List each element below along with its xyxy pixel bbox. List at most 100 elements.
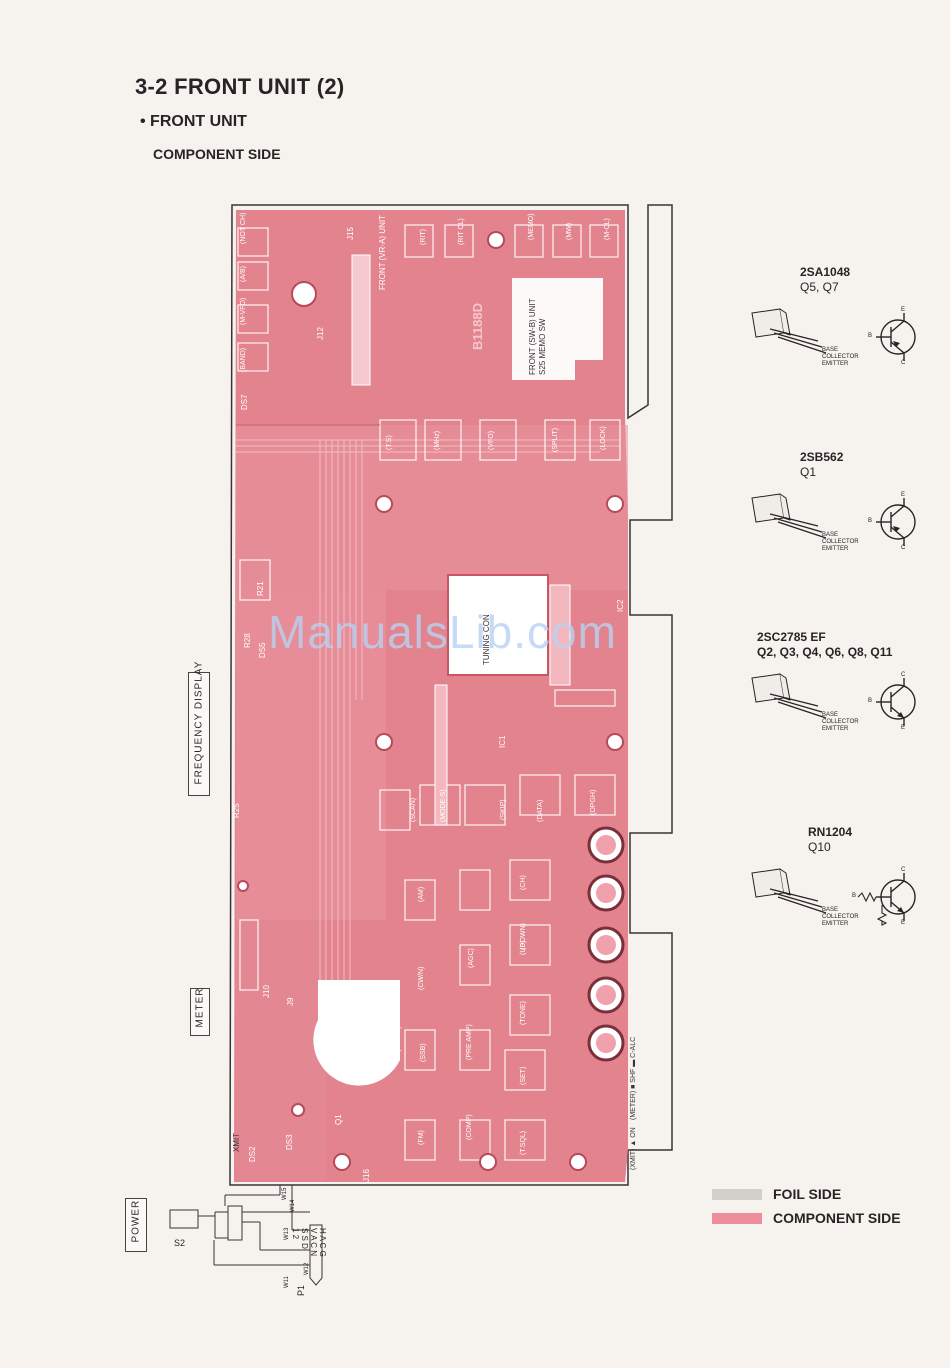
w15-label: W15 <box>282 1187 288 1200</box>
component-footprints <box>237 224 621 1161</box>
switch-label: (BAND) <box>240 347 247 372</box>
transistor-drawing <box>751 868 916 926</box>
switch-label: (DOWN) <box>520 923 527 950</box>
vr-a-unit-area <box>351 254 371 386</box>
switch-label: (T.S) <box>386 435 393 450</box>
w14-label: W14 <box>290 1199 296 1212</box>
vr-a-unit-label: FRONT (VR-A) UNIT <box>378 215 387 290</box>
switch-label: (M-VFO) <box>240 297 247 325</box>
pin-letter: B <box>852 893 857 899</box>
transistor-drawing <box>751 308 916 361</box>
ds3-label: DS3 <box>285 1134 294 1150</box>
transistor-part-number: RN1204 <box>808 825 853 839</box>
j10-label: J10 <box>262 985 271 998</box>
pin-letter: C <box>901 672 906 678</box>
p1-label: P1 <box>296 1284 306 1296</box>
switch-label: (VFO) <box>488 430 495 450</box>
pin-letter: E <box>901 920 906 926</box>
switch-label: (CW/N) <box>418 966 425 990</box>
ds2-label: DS2 <box>248 1146 257 1162</box>
meter-cutout <box>313 980 400 1086</box>
section-subtitle: • FRONT UNIT <box>140 113 247 130</box>
switch-label: (OPGH) <box>590 789 597 815</box>
trace-bundle <box>236 439 620 1000</box>
pin-letter: C <box>901 360 906 366</box>
switch-label: (MEMO) <box>528 213 535 240</box>
transistor-part-number: 2SC2785 EF <box>757 630 826 644</box>
switch-label: (RIT) <box>420 229 427 245</box>
pin-letter: B <box>868 333 873 339</box>
pin-letter: C <box>901 867 906 873</box>
component-side-label: COMPONENT SIDE <box>773 1210 901 1226</box>
j15-label: J15 <box>346 227 355 240</box>
pin-names: BASE COLLECTOR EMITTER <box>822 532 859 552</box>
transistor-part-number: 2SB562 <box>800 450 844 464</box>
switch-label: (SKIP) <box>500 799 507 820</box>
switch-label: (PRE AMP) <box>466 1024 473 1060</box>
foil-side-swatch <box>712 1189 762 1200</box>
r21-label: R21 <box>256 581 265 596</box>
switch-label: (AGC) <box>468 948 475 968</box>
switch-label: (SCAN) <box>410 797 417 822</box>
pin-letter: B <box>868 518 873 524</box>
pin-names: BASE COLLECTOR EMITTER <box>822 347 859 367</box>
board-number: B1188D <box>470 303 485 350</box>
transistor-drawing <box>751 493 916 546</box>
mounting-holes <box>237 231 624 1171</box>
transistor-refs: Q5, Q7 <box>800 280 839 294</box>
s2-label: S2 <box>174 1238 186 1248</box>
switch-label: (MODE-S) <box>440 789 447 822</box>
switch-label: (METER) ■ SHF ▬ C-ALC <box>630 1036 637 1120</box>
w11-label: W11 <box>284 1276 290 1288</box>
foil-side-label: FOIL SIDE <box>773 1186 842 1202</box>
switch-label: (CH) <box>520 875 527 890</box>
switch-label: (XMIT) ▲ ON <box>630 1127 637 1170</box>
j12-label: J12 <box>316 327 325 340</box>
switch-label: (TONE) <box>520 1001 527 1025</box>
side-label: COMPONENT SIDE <box>153 146 281 162</box>
switch-label: (MHz) <box>434 430 441 450</box>
switch-label: (FM) <box>418 1130 425 1145</box>
transistor-part-number: 2SA1048 <box>800 265 851 279</box>
frequency-display-label: FREQUENCY DISPLAY <box>193 660 205 785</box>
ic2-label: IC2 <box>616 599 625 612</box>
ic1-label: IC1 <box>498 735 507 748</box>
j9-label: J9 <box>286 997 295 1006</box>
pin-names: BASE COLLECTOR EMITTER <box>822 907 859 927</box>
transistor-refs: Q10 <box>808 840 831 854</box>
sw-b-unit-area <box>512 278 603 380</box>
switch-label: (SET) <box>520 1066 527 1085</box>
pin-letter: E <box>901 725 906 731</box>
transistor-refs: Q2, Q3, Q4, Q6, Q8, Q11 <box>757 645 893 659</box>
power-box: POWER <box>125 1198 147 1252</box>
ds7-label: DS7 <box>240 394 249 410</box>
switch-label: (DATA) <box>537 799 544 822</box>
switch-label: (LOCK) <box>600 426 607 450</box>
switch-label: (A/B) <box>240 266 247 282</box>
transistor-drawing <box>751 673 916 726</box>
switch-label: (COMP) <box>466 1114 473 1140</box>
tuning-ic <box>447 574 549 676</box>
ds5-label: DS5 <box>258 642 267 658</box>
frequency-display-box: FREQUENCY DISPLAY <box>188 660 210 796</box>
pin-names: BASE COLLECTOR EMITTER <box>822 712 859 732</box>
j16-label: J16 <box>362 1169 371 1182</box>
meter-label: METER <box>194 987 206 1028</box>
power-label: POWER <box>130 1199 142 1243</box>
switch-label: (M-CL) <box>604 218 611 240</box>
switch-label: (AM) <box>418 886 425 902</box>
page-title: 3-2 FRONT UNIT (2) <box>135 74 345 99</box>
pin-letter: C <box>901 545 906 551</box>
pin-letter: E <box>901 492 906 498</box>
q1-label: Q1 <box>334 1114 343 1125</box>
transistor-refs: Q1 <box>800 465 817 479</box>
r28-label: R28 <box>243 633 252 648</box>
w13-label: W13 <box>284 1227 290 1240</box>
w12-label: W12 <box>304 1262 310 1275</box>
r25-label: R25 <box>232 803 241 818</box>
